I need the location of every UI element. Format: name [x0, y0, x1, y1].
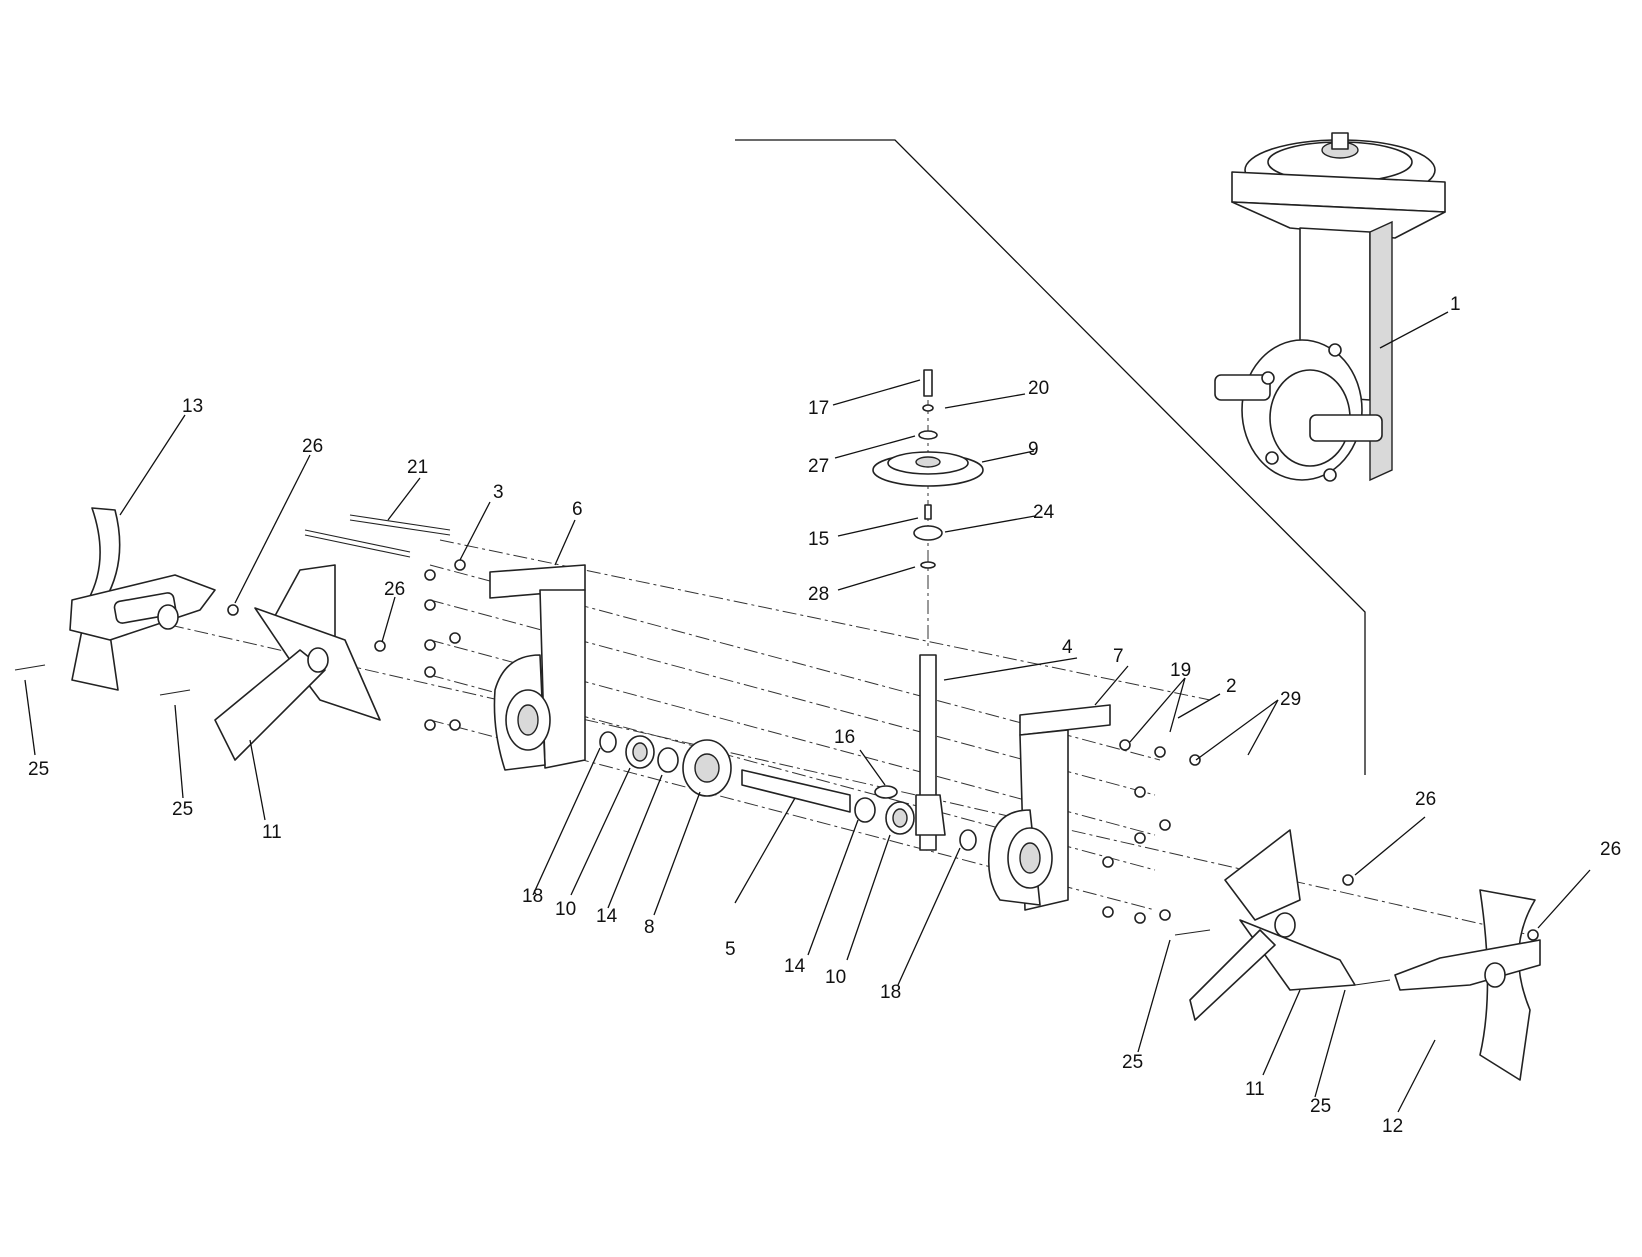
callout-7: 7 [1113, 646, 1124, 667]
gearbox-assembly [1214, 132, 1446, 482]
callout-12: 12 [1382, 1116, 1403, 1137]
right-inner-tine [1174, 829, 1356, 1021]
frame-lines [735, 139, 1366, 775]
callout-25d: 25 [1310, 1096, 1331, 1117]
callout-18a: 18 [522, 886, 543, 907]
callout-16: 16 [834, 727, 855, 748]
left-inner-tine [214, 564, 381, 761]
callout-26a: 26 [302, 436, 323, 457]
callout-3: 3 [493, 482, 504, 503]
callout-14a: 14 [596, 906, 618, 927]
callout-19: 19 [1170, 660, 1191, 681]
callout-25a: 25 [28, 759, 49, 780]
callout-10a: 10 [555, 899, 576, 920]
callout-15: 15 [808, 529, 829, 550]
callout-2: 2 [1226, 676, 1237, 697]
input-shaft-stack [872, 369, 984, 851]
callout-29: 29 [1280, 689, 1301, 710]
callout-11a: 11 [262, 822, 282, 843]
left-housing [489, 564, 586, 771]
right-housing [987, 704, 1201, 924]
callout-8: 8 [644, 917, 655, 938]
callout-13: 13 [182, 396, 203, 417]
right-outer-tine [1342, 874, 1541, 1081]
callout-1: 1 [1450, 294, 1461, 315]
callout-10b: 10 [825, 967, 846, 988]
callout-14b: 14 [784, 956, 806, 977]
callout-6: 6 [572, 499, 583, 520]
leader-lines [24, 311, 1591, 1113]
callout-5: 5 [725, 939, 736, 960]
callout-9: 9 [1028, 439, 1039, 460]
callout-26c: 26 [1415, 789, 1436, 810]
output-shaft-stack [599, 731, 977, 851]
callout-25c: 25 [1122, 1052, 1143, 1073]
callout-20: 20 [1028, 378, 1049, 399]
callout-28: 28 [808, 584, 829, 605]
callout-4: 4 [1062, 637, 1073, 658]
callout-27: 27 [808, 456, 829, 477]
left-outer-tine [69, 507, 216, 691]
callout-24: 24 [1033, 502, 1055, 523]
callout-26b: 26 [384, 579, 405, 600]
callout-11b: 11 [1245, 1079, 1265, 1100]
callout-26d: 26 [1600, 839, 1621, 860]
fasteners [14, 514, 466, 731]
callout-labels: 1 2 3 4 5 6 7 8 9 10 10 11 11 12 13 14 1… [28, 294, 1621, 1137]
callout-21: 21 [407, 457, 428, 478]
callout-17: 17 [808, 398, 829, 419]
callout-18b: 18 [880, 982, 901, 1003]
callout-25b: 25 [172, 799, 193, 820]
